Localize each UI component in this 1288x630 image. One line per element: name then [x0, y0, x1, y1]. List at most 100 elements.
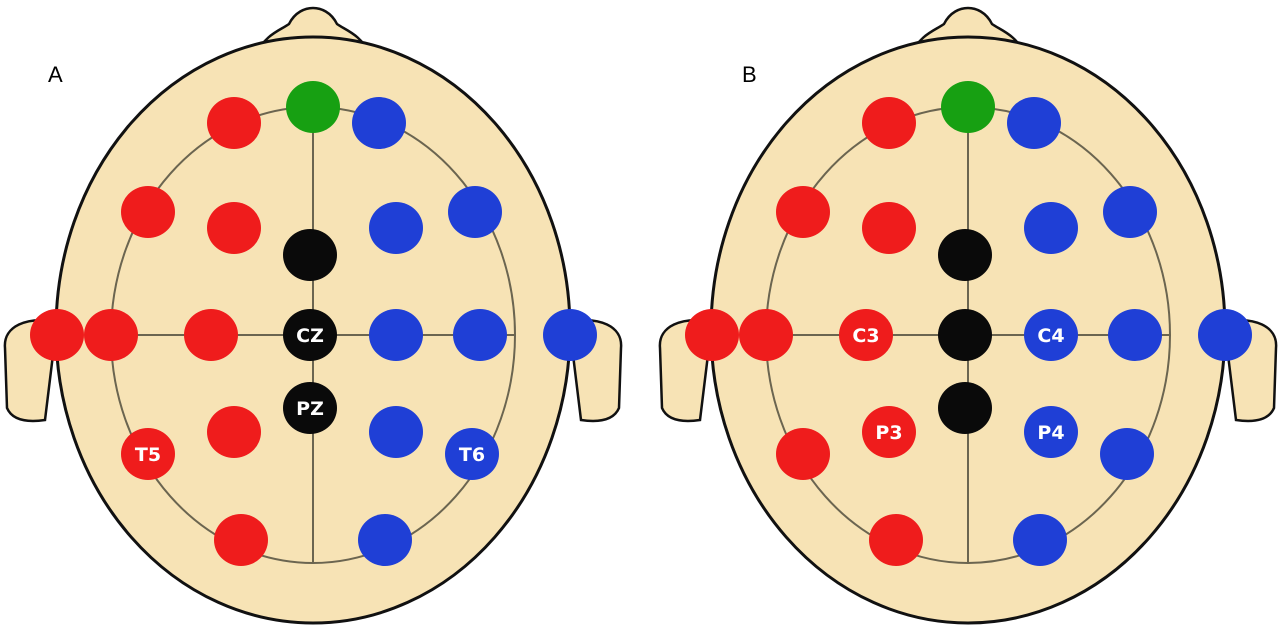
electrode-blue — [1007, 97, 1061, 149]
electrode-label: P3 — [875, 422, 902, 444]
electrode-p3: P3 — [862, 406, 916, 458]
electrode-dot — [369, 406, 423, 458]
electrode-blue — [369, 309, 423, 361]
electrode-label: CZ — [296, 325, 324, 347]
electrode-dot — [358, 514, 412, 566]
electrode-dot — [938, 229, 992, 281]
electrode-dot — [1013, 514, 1067, 566]
electrode-dot — [283, 229, 337, 281]
electrode-label: P4 — [1037, 422, 1064, 444]
electrode-blue — [369, 406, 423, 458]
electrode-blue — [1108, 309, 1162, 361]
electrode-red — [207, 202, 261, 254]
head-diagram-a: CZ PZ T5 T6 A — [3, 6, 623, 625]
electrode-dot — [207, 97, 261, 149]
electrode-dot — [214, 514, 268, 566]
electrode-dot — [121, 428, 175, 480]
electrode-dot — [369, 309, 423, 361]
electrode-red — [776, 186, 830, 238]
electrode-dot — [776, 186, 830, 238]
electrode-black — [938, 309, 992, 361]
electrode-red — [30, 309, 84, 361]
electrode-blue — [543, 309, 597, 361]
electrode-red — [862, 202, 916, 254]
electrode-red — [207, 97, 261, 149]
electrode-dot — [448, 186, 502, 238]
electrode-red — [862, 97, 916, 149]
electrode-blue — [1024, 202, 1078, 254]
electrode-dot — [839, 309, 893, 361]
electrode-dot — [30, 309, 84, 361]
electrode-red — [685, 309, 739, 361]
electrode-blue — [1198, 309, 1252, 361]
electrode-blue — [1103, 186, 1157, 238]
electrode-blue — [453, 309, 507, 361]
electrode-dot — [184, 309, 238, 361]
electrode-c3: C3 — [839, 309, 893, 361]
electrode-t6: T6 — [445, 428, 499, 480]
electrode-label: T5 — [135, 444, 161, 466]
electrode-red — [776, 428, 830, 480]
electrode-dot — [369, 202, 423, 254]
electrode-red — [869, 514, 923, 566]
electrode-red — [84, 309, 138, 361]
electrode-red — [207, 406, 261, 458]
electrode-dot — [862, 97, 916, 149]
electrode-label: C3 — [852, 325, 879, 347]
electrode-black — [938, 229, 992, 281]
electrode-dot — [739, 309, 793, 361]
electrode-dot — [283, 309, 337, 361]
electrode-dot — [776, 428, 830, 480]
electrode-dot — [1024, 202, 1078, 254]
electrode-blue — [448, 186, 502, 238]
electrode-dot — [543, 309, 597, 361]
electrode-dot — [685, 309, 739, 361]
electrode-red — [214, 514, 268, 566]
electrode-dot — [869, 514, 923, 566]
electrode-dot — [1007, 97, 1061, 149]
electrode-green — [941, 81, 995, 133]
electrode-pz: PZ — [283, 382, 337, 434]
electrode-dot — [938, 382, 992, 434]
electrode-dot — [352, 97, 406, 149]
electrode-dot — [453, 309, 507, 361]
electrode-black — [283, 229, 337, 281]
electrode-dot — [121, 186, 175, 238]
electrode-black — [938, 382, 992, 434]
electrode-dot — [286, 81, 340, 133]
electrode-dot — [862, 202, 916, 254]
electrode-blue — [369, 202, 423, 254]
electrode-red — [739, 309, 793, 361]
electrode-p4: P4 — [1024, 406, 1078, 458]
electrode-dot — [207, 406, 261, 458]
electrode-c4: C4 — [1024, 309, 1078, 361]
electrode-dot — [445, 428, 499, 480]
electrode-label: PZ — [296, 398, 324, 420]
electrode-dot — [1024, 406, 1078, 458]
panel-label-a: A — [48, 62, 63, 87]
electrode-dot — [84, 309, 138, 361]
electrode-red — [121, 186, 175, 238]
electrode-blue — [1100, 428, 1154, 480]
electrode-blue — [358, 514, 412, 566]
electrode-dot — [862, 406, 916, 458]
electrode-cz: CZ — [283, 309, 337, 361]
electrode-label: T6 — [459, 444, 485, 466]
electrode-dot — [1108, 309, 1162, 361]
electrode-dot — [1198, 309, 1252, 361]
electrode-green — [286, 81, 340, 133]
electrode-dot — [283, 382, 337, 434]
panel-label-b: B — [742, 62, 757, 87]
electrode-blue — [1013, 514, 1067, 566]
electrode-red — [184, 309, 238, 361]
electrode-dot — [938, 309, 992, 361]
electrode-dot — [1100, 428, 1154, 480]
electrode-blue — [352, 97, 406, 149]
electrode-dot — [1024, 309, 1078, 361]
electrode-t5: T5 — [121, 428, 175, 480]
electrode-label: C4 — [1037, 325, 1064, 347]
electrode-dot — [207, 202, 261, 254]
electrode-dot — [941, 81, 995, 133]
